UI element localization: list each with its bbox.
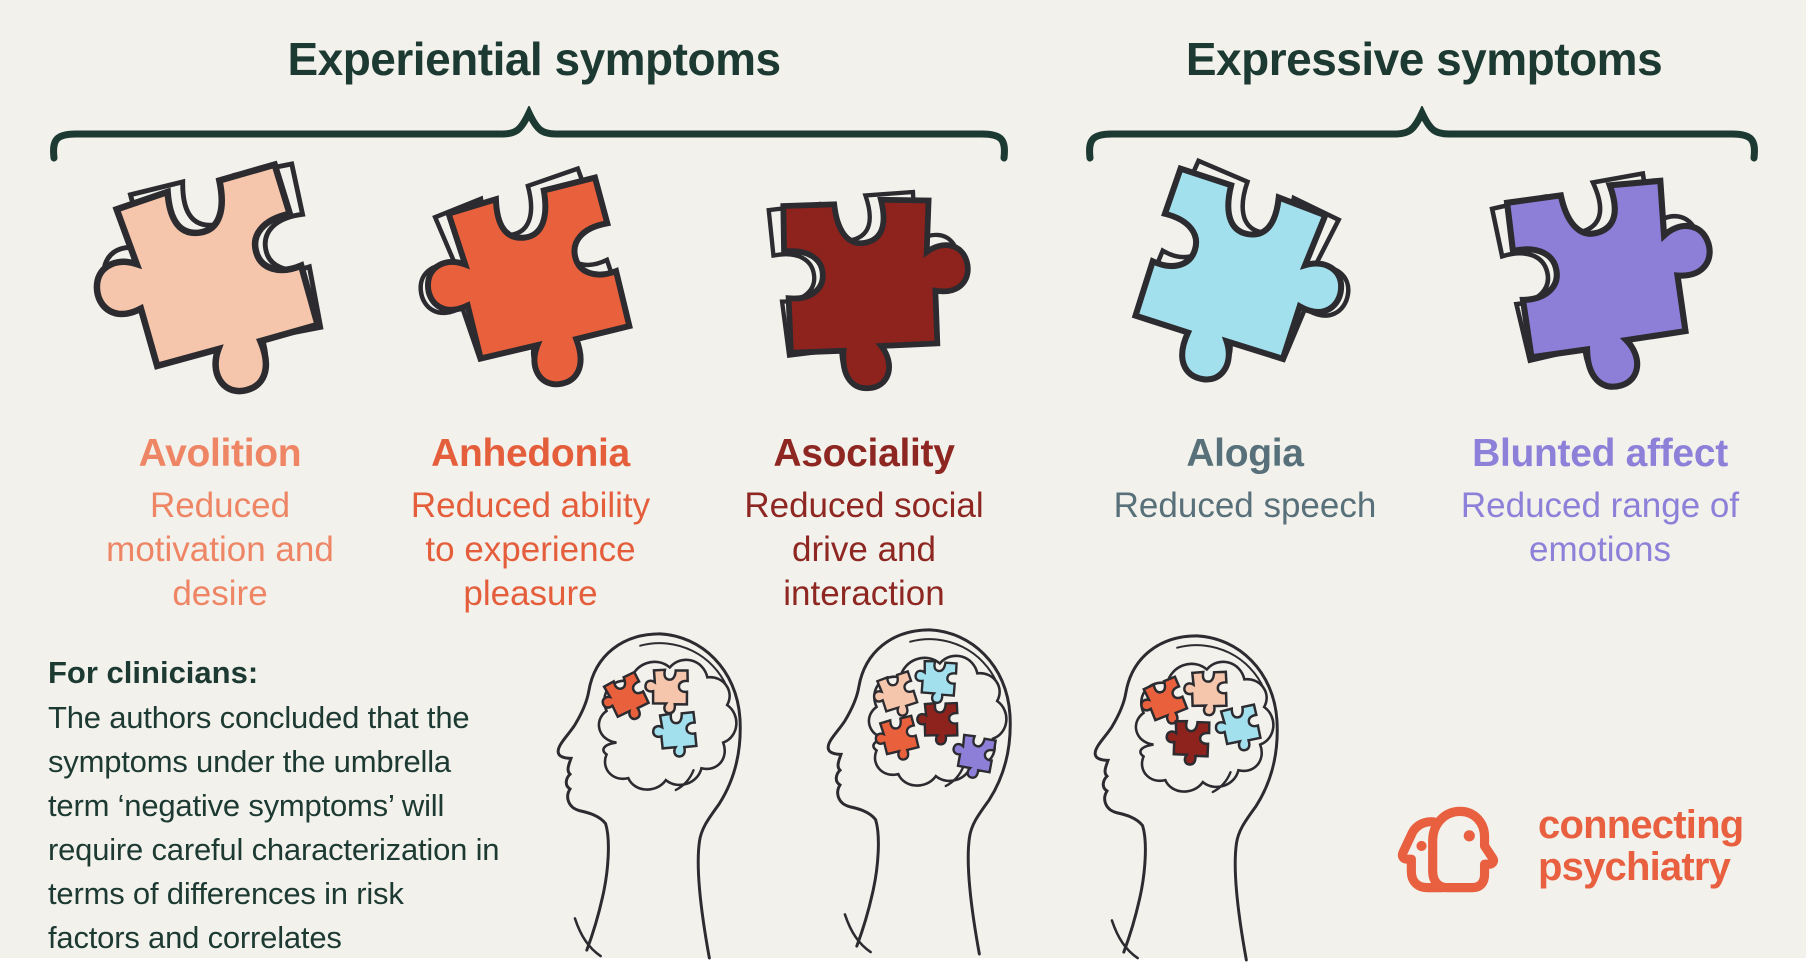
logo-word-line2: psychiatry: [1538, 845, 1731, 889]
asociality-description: Reduced social drive and interaction: [744, 486, 984, 614]
experiential-symptoms-title: Experiential symptoms: [287, 33, 781, 85]
avolition-name: Avolition: [138, 432, 302, 475]
head-brain-illustration-2: [815, 618, 1033, 956]
alogia-description: Reduced speech: [1113, 486, 1377, 525]
logo-word-line1: connecting: [1538, 803, 1744, 847]
clinicians-heading: For clinicians:: [48, 655, 259, 690]
anhedonia-puzzle-icon: [411, 151, 658, 401]
asociality-label-block: Asociality Reduced social drive and inte…: [733, 432, 995, 616]
head-brain-illustration-1: [545, 622, 763, 960]
blunted-affect-puzzle-icon: [1457, 130, 1749, 417]
avolition-label-block: Avolition Reduced motivation and desire: [100, 432, 340, 616]
avolition-puzzle-icon: [72, 136, 352, 412]
expressive-symptoms-title: Expressive symptoms: [1185, 33, 1663, 85]
asociality-puzzle-icon: [739, 145, 993, 417]
connecting-psychiatry-logo-icon: [1397, 806, 1499, 893]
blunted-affect-name: Blunted affect: [1472, 432, 1728, 475]
connecting-psychiatry-wordmark: connecting psychiatry: [1538, 803, 1744, 889]
head-brain-illustration-3: [1082, 624, 1300, 962]
anhedonia-label-block: Anhedonia Reduced ability to experience …: [398, 432, 663, 616]
clinicians-body: The authors concluded that the symptoms …: [48, 699, 500, 955]
alogia-name: Alogia: [1186, 432, 1304, 475]
blunted-affect-label-block: Blunted affect Reduced range of emotions: [1455, 432, 1745, 572]
clinicians-note: For clinicians: The authors concluded th…: [48, 652, 500, 960]
anhedonia-name: Anhedonia: [431, 432, 630, 475]
experiential-brace-icon: [50, 106, 1008, 162]
asociality-name: Asociality: [773, 432, 955, 475]
expressive-brace-icon: [1086, 106, 1758, 162]
alogia-label-block: Alogia Reduced speech: [1090, 432, 1400, 528]
avolition-description: Reduced motivation and desire: [106, 486, 334, 614]
connecting-psychiatry-logo: connecting psychiatry: [1390, 798, 1744, 900]
anhedonia-description: Reduced ability to experience pleasure: [410, 486, 651, 614]
alogia-puzzle-icon: [1103, 134, 1367, 410]
blunted-affect-description: Reduced range of emotions: [1460, 486, 1740, 570]
